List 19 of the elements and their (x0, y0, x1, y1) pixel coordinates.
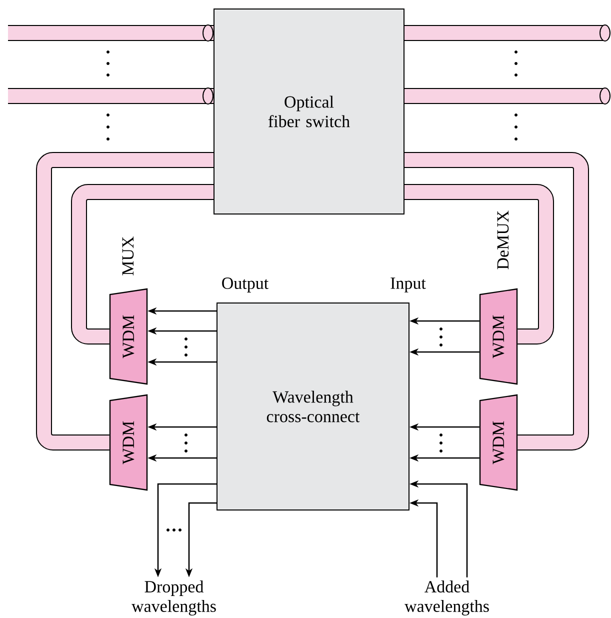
switch-box: Wavelength cross-connect (216, 302, 410, 510)
side-label: MUX (122, 236, 134, 276)
wdm-trapezoid: WDM (109, 394, 148, 491)
fiber-cable (71, 184, 214, 344)
fiber-cable (36, 152, 214, 450)
side-label: DeMUX (497, 210, 509, 270)
fiber-cable (404, 152, 589, 450)
fiber-cable (8, 88, 214, 104)
wdm-trapezoid: WDM (109, 288, 148, 385)
caption-text: Added wavelengths (404, 580, 489, 616)
fiber-cable (404, 88, 610, 104)
fiber-cable (8, 24, 214, 42)
wdm-trapezoid: WDM (479, 394, 518, 491)
wdm-trapezoid: WDM (479, 288, 518, 385)
fiber-cable (404, 24, 610, 42)
port-label: Input (390, 278, 426, 292)
switch-box: Optical fiber switch (214, 8, 404, 214)
fiber-cable (404, 184, 554, 344)
caption-text: Dropped wavelengths (132, 580, 216, 616)
